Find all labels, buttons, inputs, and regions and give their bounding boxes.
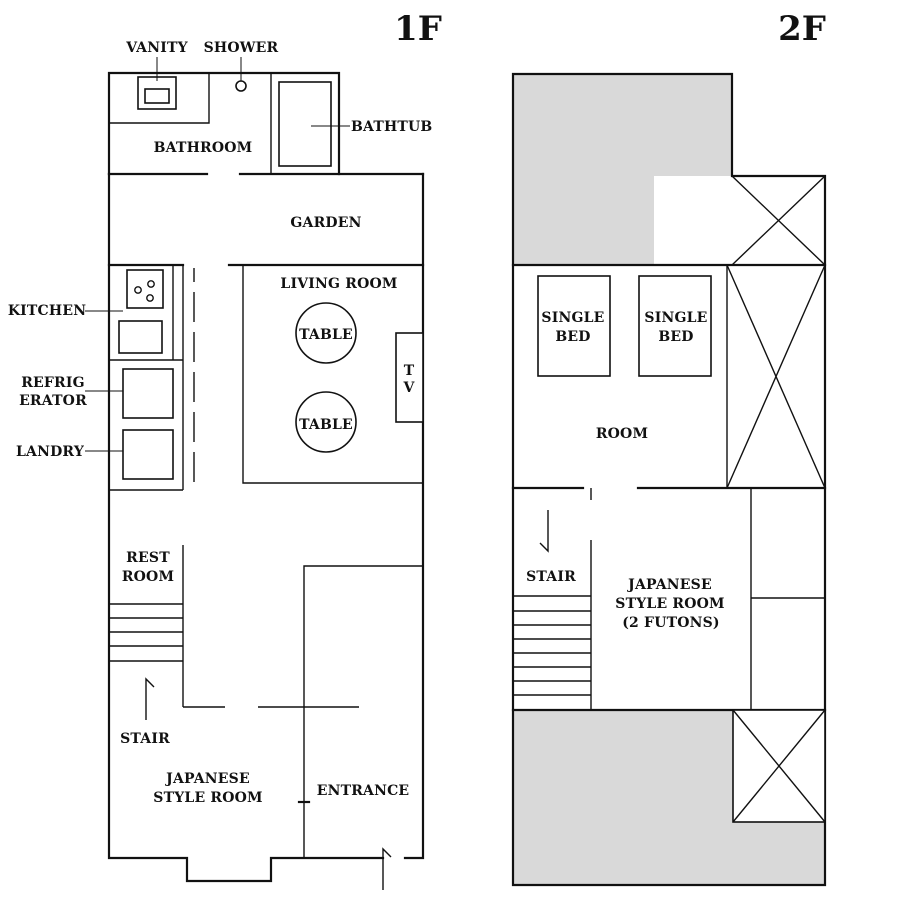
labels-2f: SINGLE BED SINGLE BED ROOM STAIR JAPANES… (526, 310, 724, 631)
entrance-area (297, 565, 423, 890)
label-bathtub: BATHTUB (351, 119, 432, 135)
stair-down-arrow-icon (539, 510, 549, 553)
label-garden: GARDEN (290, 215, 361, 231)
label-bathroom: BATHROOM (154, 140, 253, 156)
label-bed2-line2: BED (658, 329, 693, 345)
labels-1f: VANITY SHOWER BATHTUB BATHROOM GARDEN LI… (8, 40, 432, 806)
label-restroom-line2: ROOM (122, 569, 174, 585)
label-table-2: TABLE (299, 417, 353, 433)
floor-1f-title: 1F (394, 9, 442, 49)
skylight-top (731, 175, 826, 266)
burner-icon (134, 286, 142, 294)
void-top (513, 74, 732, 265)
label-refrigerator-line1: REFRIG (21, 375, 85, 391)
label-bed1-line1: SINGLE (541, 310, 604, 326)
restroom-stair (109, 545, 359, 720)
label-living-room: LIVING ROOM (280, 276, 397, 292)
tv-cabinet (395, 332, 424, 423)
label-bed2-line1: SINGLE (644, 310, 707, 326)
label-tv-line2: V (402, 380, 415, 396)
floor-2f-title: 2F (778, 9, 826, 49)
label-shower: SHOWER (204, 40, 279, 56)
label-laundry: LANDRY (16, 444, 85, 460)
stair-up-arrow-icon (145, 677, 155, 720)
bathroom-area (107, 57, 425, 176)
skylight-bottom (732, 709, 826, 823)
single-bed-2 (638, 275, 712, 377)
label-restroom-line1: REST (126, 550, 170, 566)
vanity-sink (144, 88, 170, 104)
bathtub (278, 81, 332, 167)
label-stair-1f: STAIR (120, 731, 170, 747)
label-table-1: TABLE (299, 327, 353, 343)
label-room: ROOM (596, 426, 648, 442)
table-2 (295, 391, 357, 453)
skylight-middle (726, 264, 826, 489)
label-japanese-room-1f-line2: STYLE ROOM (153, 790, 262, 806)
label-tv-line1: T (404, 363, 415, 379)
table-1 (295, 302, 357, 364)
kitchen-sink (118, 320, 163, 354)
burner-icon (147, 280, 155, 288)
label-japanese-room-2f-line3: (2 FUTONS) (622, 615, 720, 631)
burner-icon (146, 294, 154, 302)
kitchen-column (85, 265, 184, 491)
floor-1f: 1F (8, 9, 442, 890)
refrigerator (122, 368, 174, 419)
label-japanese-room-1f-line1: JAPANESE (164, 771, 250, 787)
stair-2f (513, 510, 591, 696)
label-stair-2f: STAIR (526, 569, 576, 585)
label-japanese-room-2f-line2: STYLE ROOM (615, 596, 724, 612)
label-refrigerator-line2: ERATOR (19, 393, 87, 409)
entrance-arrow-icon (382, 847, 392, 890)
stove (126, 269, 164, 309)
washing-machine (122, 429, 174, 480)
floor-2f: 2F (511, 9, 827, 887)
label-vanity: VANITY (125, 40, 188, 56)
shower-head-icon (235, 80, 247, 92)
single-bed-1 (537, 275, 611, 377)
label-entrance: ENTRANCE (317, 783, 410, 799)
label-bed1-line2: BED (555, 329, 590, 345)
label-japanese-room-2f-line1: JAPANESE (626, 577, 712, 593)
living-room (242, 265, 424, 484)
label-kitchen: KITCHEN (8, 303, 86, 319)
